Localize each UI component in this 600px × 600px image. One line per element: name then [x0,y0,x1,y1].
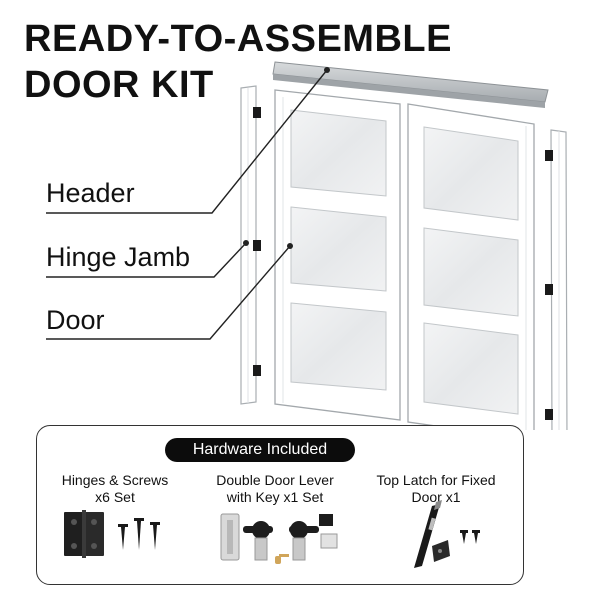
latch-label-line2: Door x1 [411,489,461,505]
latch-label-line1: Top Latch for Fixed [376,472,496,488]
hardware-item-latch: Top Latch for Fixed Door x1 [358,472,514,506]
door-kit-illustration [46,61,568,430]
title-line-1: READY-TO-ASSEMBLE [24,18,452,60]
door-callout-dot [287,243,293,249]
door-lever-icon [220,513,338,564]
right-door [407,103,535,430]
title-line-2: DOOR KIT [24,64,214,106]
lever-label-line2: with Key x1 Set [226,489,324,505]
left-door [274,89,401,421]
callout-door: Door [46,305,105,335]
top-latch-icon [414,500,480,568]
hardware-item-hinges: Hinges & Screws x6 Set [40,472,190,506]
hinges-label-line2: x6 Set [95,489,135,505]
hinges-label-line1: Hinges & Screws [61,472,169,488]
right-hinge-jamb [545,129,568,430]
callout-hinge-jamb: Hinge Jamb [46,242,191,272]
header-callout-dot [324,67,330,73]
callout-header: Header [46,178,135,208]
hardware-badge: Hardware Included [165,438,355,462]
header-rail [272,61,549,108]
callout-lines [46,69,328,340]
lever-label-line1: Double Door Lever [216,472,334,488]
jamb-callout-dot [243,240,249,246]
hardware-item-lever: Double Door Lever with Key x1 Set [195,472,355,506]
page-title: READY-TO-ASSEMBLE DOOR KIT [24,16,452,108]
hinge-screws-icon [64,510,160,558]
left-hinge-jamb [240,85,261,405]
